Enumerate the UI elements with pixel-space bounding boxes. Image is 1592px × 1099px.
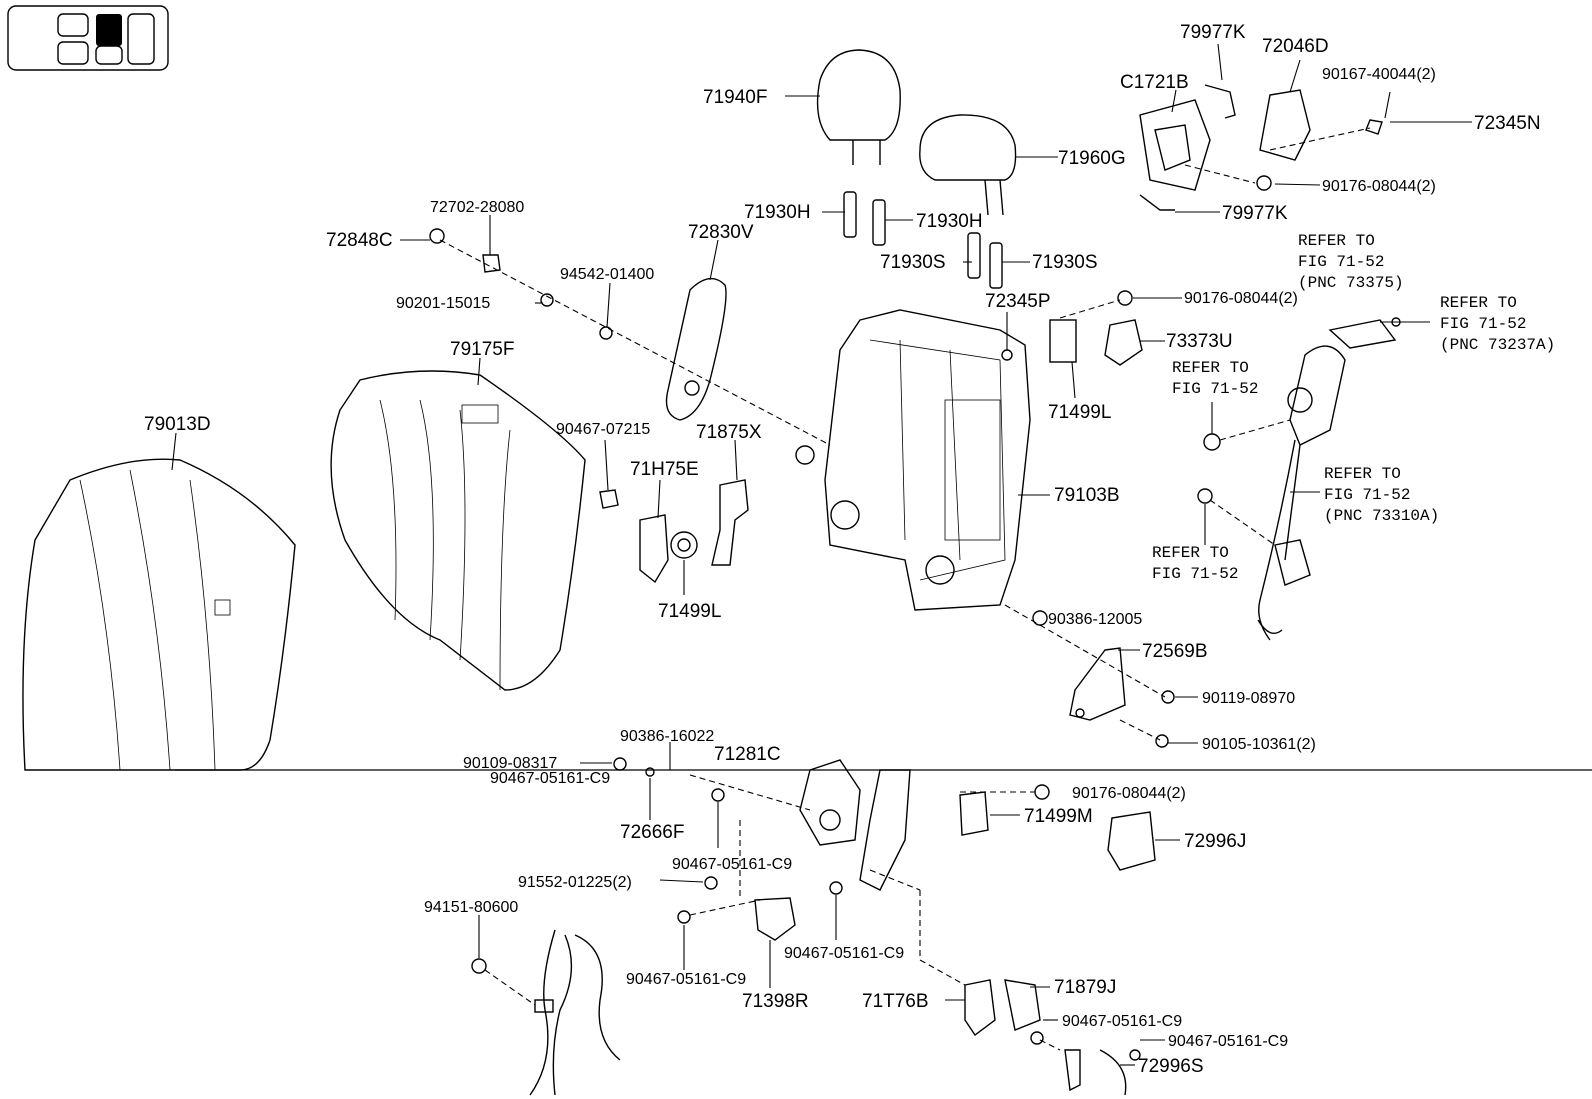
label-72569b[interactable]: 72569B [1142, 641, 1208, 662]
label-71930h-a[interactable]: 71930H [744, 202, 811, 223]
label-72666f[interactable]: 72666F [620, 822, 684, 843]
lower-recliner-assembly[interactable] [799, 759, 911, 891]
label-90467-c9-d[interactable]: 90467-05161-C9 [626, 971, 746, 988]
ref-note-lower[interactable]: REFER TO FIG 71-52 [1152, 544, 1238, 583]
label-71930s-a[interactable]: 71930S [880, 252, 946, 273]
label-90109[interactable]: 90109-08317 [463, 755, 557, 772]
ref-note-73237a[interactable]: REFER TO FIG 71-52 (PNC 73237A) [1440, 294, 1555, 354]
label-71499l-left[interactable]: 71499L [658, 601, 721, 622]
label-71499l-right[interactable]: 71499L [1048, 402, 1111, 423]
wire-harness[interactable] [529, 929, 621, 1096]
label-73373u[interactable]: 73373U [1166, 331, 1233, 352]
ref-line: (PNC 73237A) [1440, 336, 1555, 354]
ref-line: FIG 71-52 [1440, 315, 1526, 333]
label-71281c[interactable]: 71281C [714, 744, 781, 765]
label-71499m[interactable]: 71499M [1024, 806, 1093, 827]
label-71930h-b[interactable]: 71930H [916, 211, 983, 232]
label-71h75e[interactable]: 71H75E [630, 459, 699, 480]
label-71879j[interactable]: 71879J [1054, 977, 1116, 998]
label-72046d[interactable]: 72046D [1262, 36, 1329, 57]
label-79977k-bottom[interactable]: 79977K [1222, 203, 1288, 224]
bracket-c1721b[interactable] [1139, 99, 1211, 191]
label-94151[interactable]: 94151-80600 [424, 899, 518, 916]
label-90176-top[interactable]: 90176-08044(2) [1322, 178, 1436, 195]
label-71875x[interactable]: 71875X [696, 422, 762, 443]
ref-note-upper[interactable]: REFER TO FIG 71-52 [1172, 359, 1258, 398]
part-labels: 71940F 71960G 79977K 72046D C1721B 90167… [144, 22, 1541, 1077]
ref-line: FIG 71-52 [1298, 253, 1384, 271]
label-72345n[interactable]: 72345N [1474, 113, 1541, 134]
label-90467-c9-a[interactable]: 90467-05161-C9 [490, 770, 610, 787]
label-71940f[interactable]: 71940F [703, 87, 767, 108]
cover-73375[interactable] [1328, 319, 1397, 349]
label-90467-c9-c[interactable]: 90467-05161-C9 [784, 945, 904, 962]
label-90467-c9-f[interactable]: 90467-05161-C9 [1168, 1033, 1288, 1050]
ref-line: (PNC 73310A) [1324, 507, 1439, 525]
label-90386-12005[interactable]: 90386-12005 [1048, 611, 1142, 628]
ref-line: REFER TO [1440, 294, 1517, 312]
ref-line: FIG 71-52 [1152, 565, 1238, 583]
right-fasteners[interactable] [1001, 119, 1401, 748]
latch-73373u[interactable] [1104, 319, 1143, 366]
label-79175f[interactable]: 79175F [450, 339, 514, 360]
leader-lines [171, 43, 1472, 1066]
ref-line: REFER TO [1298, 232, 1375, 250]
label-90105[interactable]: 90105-10361(2) [1202, 736, 1316, 753]
label-71930s-b[interactable]: 71930S [1032, 252, 1098, 273]
bracket-72046d[interactable] [1259, 89, 1311, 161]
label-90167[interactable]: 90167-40044(2) [1322, 66, 1436, 83]
headrest-71940f[interactable] [816, 49, 901, 165]
ref-line: FIG 71-52 [1324, 486, 1410, 504]
assembly-dashed-lines [439, 127, 1371, 1051]
label-90386-16022[interactable]: 90386-16022 [620, 728, 714, 745]
label-72996j[interactable]: 72996J [1184, 831, 1246, 852]
headrest-guides[interactable] [843, 191, 1003, 289]
seat-belt-assembly[interactable] [1257, 345, 1346, 641]
label-90467-07215[interactable]: 90467-07215 [556, 421, 650, 438]
headrest-71960g[interactable] [919, 114, 1017, 216]
ref-note-73310a[interactable]: REFER TO FIG 71-52 (PNC 73310A) [1324, 465, 1439, 525]
label-71960g[interactable]: 71960G [1058, 148, 1126, 169]
lower-small-parts[interactable] [471, 757, 1156, 1096]
label-90201[interactable]: 90201-15015 [396, 295, 490, 312]
label-c1721b[interactable]: C1721B [1120, 72, 1189, 93]
ref-line: FIG 71-52 [1172, 380, 1258, 398]
label-91552[interactable]: 91552-01225(2) [518, 874, 632, 891]
ref-line: REFER TO [1152, 544, 1229, 562]
label-90176-mid[interactable]: 90176-08044(2) [1184, 290, 1298, 307]
clip-79977k[interactable] [1139, 84, 1236, 211]
label-72848c[interactable]: 72848C [326, 230, 393, 251]
seat-position-indicator-icon [7, 5, 169, 71]
label-72702[interactable]: 72702-28080 [430, 199, 524, 216]
seatback-cover-79175f[interactable] [330, 370, 586, 691]
label-71t76b[interactable]: 71T76B [862, 991, 929, 1012]
label-72996s[interactable]: 72996S [1138, 1056, 1204, 1077]
ref-line: REFER TO [1172, 359, 1249, 377]
bracket-72569b[interactable] [1069, 647, 1126, 721]
ref-line: REFER TO [1324, 465, 1401, 483]
label-90176-bot[interactable]: 90176-08044(2) [1072, 785, 1186, 802]
label-79013d[interactable]: 79013D [144, 414, 211, 435]
label-90467-c9-e[interactable]: 90467-05161-C9 [1062, 1013, 1182, 1030]
seatback-frame-79103b[interactable] [795, 309, 1031, 611]
seatback-pad-79013d[interactable] [22, 458, 296, 771]
ref-line: (PNC 73375) [1298, 274, 1404, 292]
left-small-parts[interactable] [429, 228, 749, 584]
label-71398r[interactable]: 71398R [742, 991, 809, 1012]
label-94542[interactable]: 94542-01400 [560, 266, 654, 283]
ref-note-73375[interactable]: REFER TO FIG 71-52 (PNC 73375) [1298, 232, 1404, 292]
armrest-72830v[interactable] [665, 277, 727, 421]
label-72830v[interactable]: 72830V [688, 222, 754, 243]
connector-71499l-right[interactable] [1049, 319, 1077, 363]
label-79103b[interactable]: 79103B [1054, 485, 1120, 506]
label-79977k-top[interactable]: 79977K [1180, 22, 1246, 43]
reference-notes: REFER TO FIG 71-52 (PNC 73375) REFER TO … [1152, 232, 1555, 583]
label-72345p[interactable]: 72345P [985, 291, 1051, 312]
label-90467-c9-b[interactable]: 90467-05161-C9 [672, 856, 792, 873]
label-90119[interactable]: 90119-08970 [1202, 690, 1295, 707]
